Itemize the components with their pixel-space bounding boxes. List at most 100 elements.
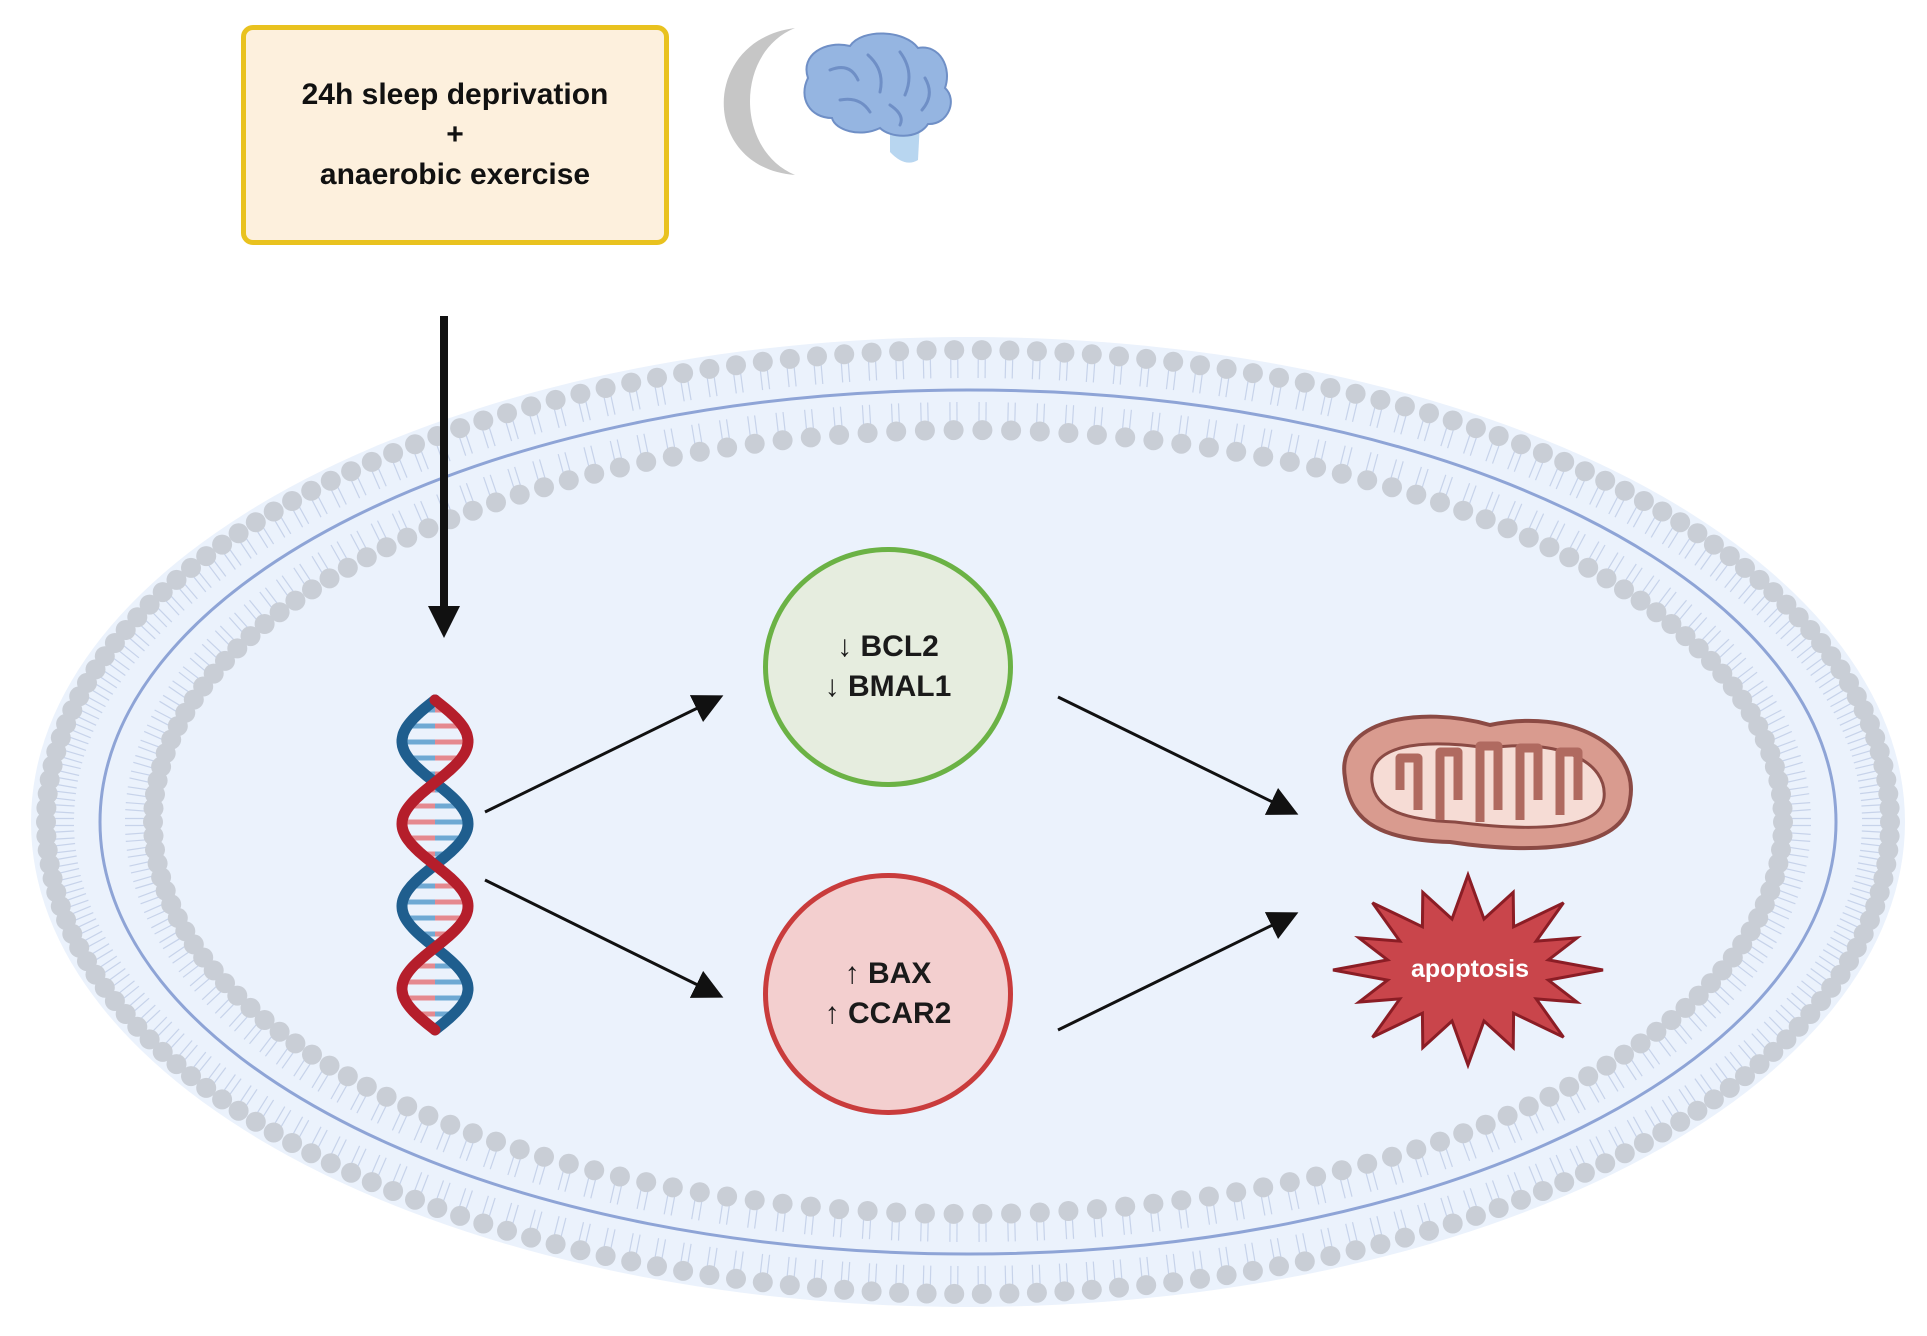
lipid-head	[1475, 509, 1496, 530]
lipid-head	[1559, 1076, 1580, 1097]
lipid-head	[383, 1181, 404, 1201]
lipid-head	[1614, 1044, 1634, 1065]
condition-line-1: 24h sleep deprivation	[301, 78, 609, 111]
lipid-head	[1614, 1143, 1635, 1164]
lipid-head	[282, 491, 303, 511]
lipid-head	[1163, 1272, 1184, 1293]
lipid-head	[1670, 512, 1691, 533]
lipid-head	[829, 424, 850, 445]
lipid-head	[534, 1146, 554, 1167]
lipid-head	[886, 421, 907, 442]
lipid-head	[1001, 420, 1022, 441]
lipid-head	[800, 1196, 821, 1217]
lipid-head	[1800, 1004, 1821, 1024]
lipid-head	[999, 340, 1020, 361]
lipid-head	[285, 590, 306, 611]
lipid-head	[1532, 443, 1553, 463]
lipid-head	[744, 433, 765, 454]
lipid-head	[181, 1066, 201, 1087]
lipid-head	[521, 396, 542, 417]
lipid-head	[889, 1282, 910, 1303]
lipid-head	[1026, 341, 1047, 362]
lipid-head	[212, 534, 233, 555]
lipid-head	[752, 1272, 773, 1293]
gene-bax: ↑ BAX	[844, 957, 932, 990]
lipid-head	[341, 461, 362, 482]
lipid-head	[1559, 547, 1580, 568]
arrow-condition-to-dna	[428, 316, 460, 638]
lipid-head	[1539, 537, 1560, 558]
lipid-head	[166, 569, 187, 590]
lipid-head	[1511, 434, 1531, 455]
arrow-dna-to-downregulated	[484, 695, 724, 814]
lipid-head	[1776, 594, 1797, 615]
lipid-head	[717, 1186, 738, 1207]
arrow-downregulated-to-mitochondrion	[1057, 695, 1299, 815]
lipid-head	[1171, 433, 1192, 454]
lipid-head	[1216, 358, 1237, 379]
condition-box: 24h sleep deprivation + anaerobic exerci…	[241, 25, 669, 245]
lipid-head	[1242, 363, 1263, 384]
lipid-head	[361, 1172, 382, 1193]
lipid-head	[744, 1190, 765, 1211]
lipid-head	[1646, 602, 1667, 623]
lipid-head	[1578, 1066, 1599, 1087]
lipid-head	[1442, 1213, 1463, 1234]
lipid-head	[699, 1265, 720, 1286]
lipid-head	[521, 1227, 542, 1248]
lipid-head	[1763, 1041, 1784, 1062]
lipid-head	[301, 480, 322, 501]
lipid-head	[1331, 1160, 1352, 1181]
lipid-head	[1488, 1198, 1509, 1218]
lipid-head	[1735, 1066, 1755, 1087]
lipid-head	[1320, 1246, 1341, 1266]
lipid-head	[1776, 1029, 1797, 1050]
arrow-dna-to-upregulated	[484, 878, 724, 998]
lipid-head	[440, 1114, 461, 1135]
upregulated-genes-node: ↑ BAX ↑ CCAR2	[763, 873, 1013, 1115]
lipid-head	[1614, 480, 1635, 501]
lipid-head	[1029, 421, 1050, 442]
lipid-head	[285, 1033, 306, 1054]
lipid-head	[1453, 1123, 1474, 1144]
lipid-head	[1772, 798, 1793, 819]
lipid-head	[916, 1283, 937, 1304]
lipid-head	[1661, 614, 1682, 634]
lipid-head	[1652, 1122, 1673, 1143]
lipid-head	[486, 492, 506, 513]
lipid-head	[971, 340, 992, 361]
lipid-head	[473, 1213, 494, 1234]
lipid-head	[1419, 1220, 1439, 1241]
lipid-head	[1614, 579, 1634, 600]
lipid-head	[1687, 1100, 1708, 1121]
lipid-head	[673, 363, 694, 384]
lipid-head	[319, 1055, 340, 1076]
lipid-head	[418, 1105, 439, 1126]
gene-ccar2: ↑ CCAR2	[824, 997, 952, 1030]
lipid-head	[1675, 997, 1696, 1018]
lipid-head	[509, 484, 530, 505]
lipid-head	[1595, 470, 1616, 491]
lipid-head	[1539, 1086, 1560, 1107]
lipid-head	[302, 579, 322, 600]
lipid-head	[1749, 569, 1770, 590]
lipid-head	[807, 1277, 827, 1298]
lipid-head	[829, 1199, 850, 1220]
lipid-head	[254, 1010, 275, 1030]
lipid-head	[450, 418, 471, 439]
lipid-head	[1652, 501, 1673, 522]
lipid-head	[301, 1143, 322, 1164]
lipid-head	[914, 420, 935, 441]
lipid-head	[1058, 423, 1079, 443]
lipid-head	[376, 537, 397, 558]
lipid-head	[486, 1131, 506, 1152]
arrow-upregulated-to-apoptosis	[1057, 912, 1299, 1032]
lipid-head	[1595, 1153, 1616, 1174]
lipid-head	[356, 1076, 377, 1097]
lipid-head	[944, 340, 965, 361]
lipid-head	[1518, 1096, 1539, 1117]
lipid-head	[1475, 1114, 1496, 1135]
lipid-head	[1497, 1105, 1518, 1126]
lipid-head	[1198, 437, 1219, 458]
lipid-head	[1279, 451, 1300, 472]
